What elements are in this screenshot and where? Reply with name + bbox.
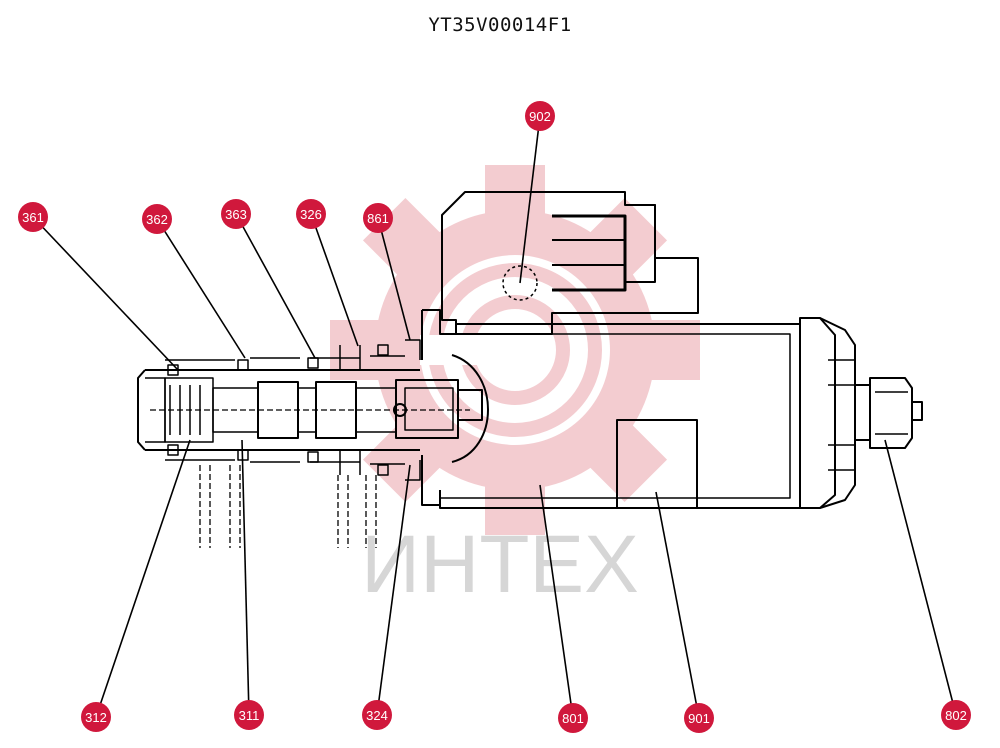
callout-badge: [362, 700, 392, 730]
callout-361: 361: [18, 202, 48, 232]
callout-802: 802: [941, 700, 971, 730]
callout-label: 361: [22, 210, 44, 225]
callout-312: 312: [81, 702, 111, 732]
callout-label: 326: [300, 207, 322, 222]
callout-label: 311: [239, 708, 260, 723]
callout-badge: [18, 202, 48, 232]
connector-pin-circle: [502, 265, 538, 301]
centerline-and-ports: [150, 409, 470, 548]
callout-363: 363: [221, 199, 251, 229]
callout-861: 861: [363, 203, 393, 233]
leader-lines: [32, 115, 957, 719]
callout-badge: [525, 101, 555, 131]
callout-badge: [234, 700, 264, 730]
diagram-title: YT35V00014F1: [428, 14, 572, 36]
callout-label: 362: [146, 212, 168, 227]
callout-badge: [684, 703, 714, 733]
callout-label: 802: [945, 708, 967, 723]
callout-label: 901: [688, 711, 710, 726]
callout-362: 362: [142, 204, 172, 234]
callout-badge: [81, 702, 111, 732]
callout-label: 312: [85, 710, 107, 725]
callout-label: 801: [562, 711, 584, 726]
callout-badge: [296, 199, 326, 229]
callout-311: 311: [234, 700, 264, 730]
callout-901: 901: [684, 703, 714, 733]
callout-badge: [142, 204, 172, 234]
callout-badge: [941, 700, 971, 730]
callout-324: 324: [362, 700, 392, 730]
callout-badge: [363, 203, 393, 233]
watermark-text: ИНТЕХ: [361, 519, 639, 610]
callout-badge: [221, 199, 251, 229]
callout-326: 326: [296, 199, 326, 229]
callout-label: 902: [529, 109, 551, 124]
callout-label: 861: [367, 211, 389, 226]
callout-label: 324: [366, 708, 388, 723]
callout-801: 801: [558, 703, 588, 733]
callout-badge: [558, 703, 588, 733]
callout-902: 902: [525, 101, 555, 131]
callout-label: 363: [225, 207, 247, 222]
